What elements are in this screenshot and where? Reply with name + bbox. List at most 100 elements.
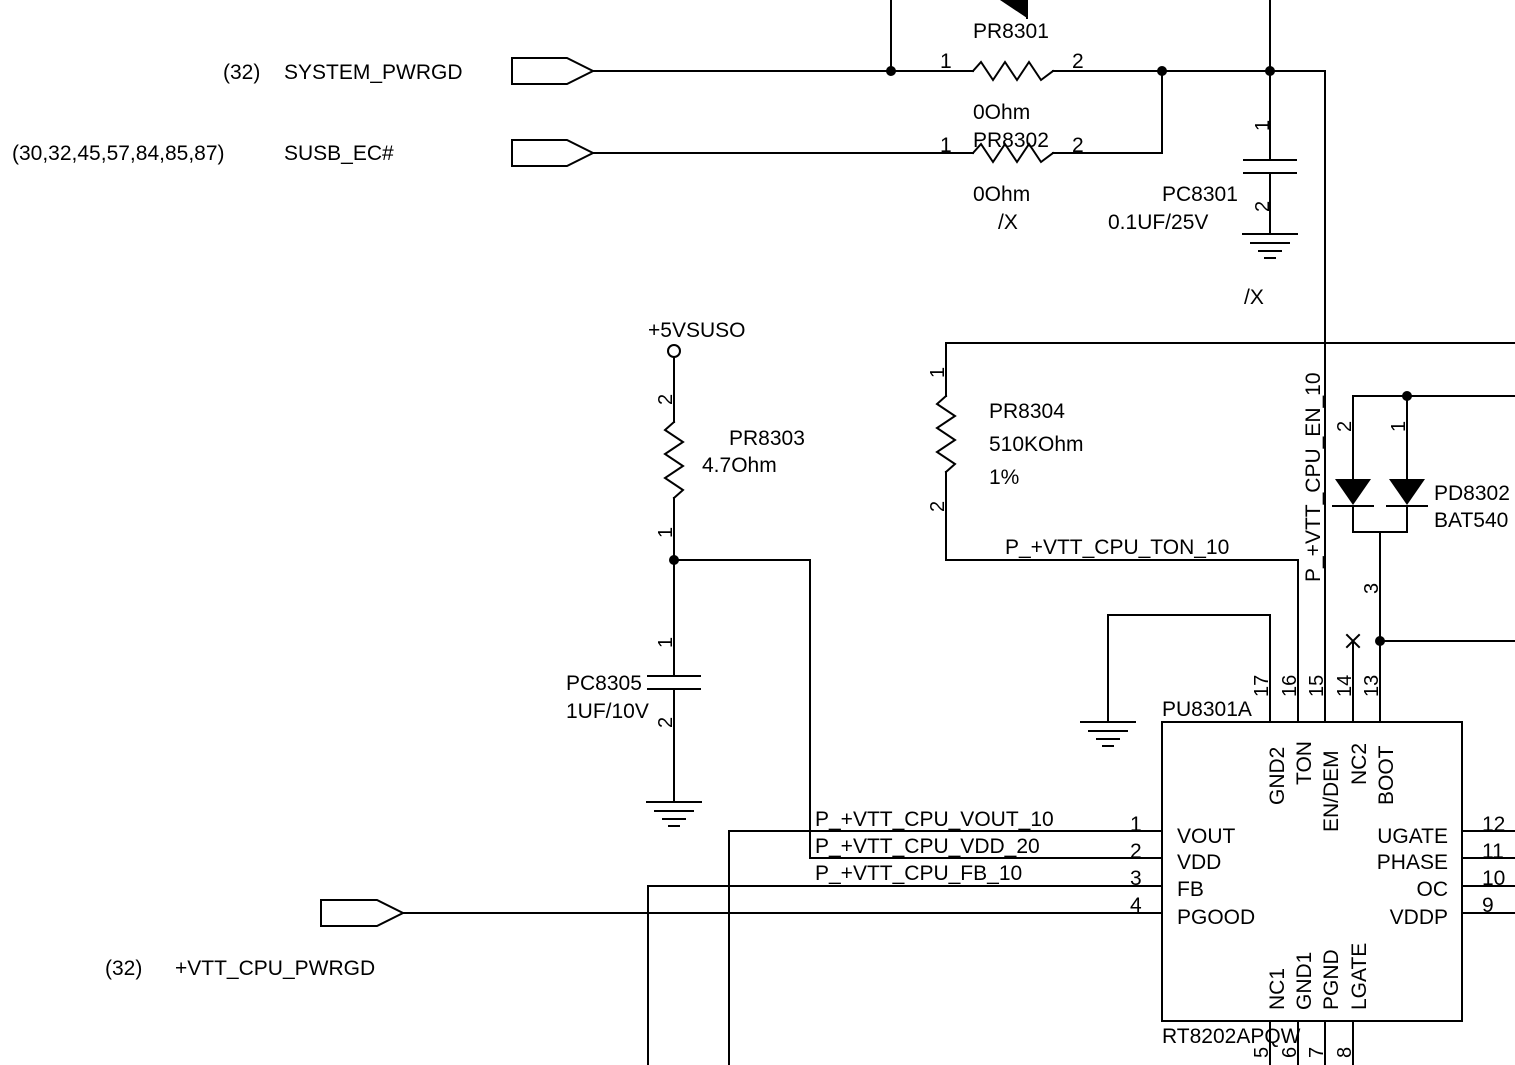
- ic-pin-nc2: NC2: [1348, 743, 1371, 785]
- pd8302-ref: PD8302: [1434, 482, 1510, 505]
- ic-pin-nc1: NC1: [1266, 968, 1289, 1010]
- pc8301-variant: /X: [1244, 286, 1264, 309]
- ic-bottom-pin-wires: [1269, 1020, 1354, 1065]
- susb-ec-label: SUSB_EC#: [284, 142, 394, 165]
- net-ton-label: P_+VTT_CPU_TON_10: [1005, 536, 1229, 559]
- wire-system-pwrgd: [592, 0, 974, 76]
- ic-pin-6-num: 6: [1279, 1047, 1301, 1058]
- ic-pin-fb: FB: [1177, 878, 1204, 901]
- pr8302-pin2: 2: [1072, 134, 1084, 157]
- nc2-no-connect: [1345, 633, 1361, 723]
- ic-pin-1-num: 1: [1130, 813, 1142, 836]
- ic-pin-ton: TON: [1293, 741, 1316, 785]
- susb-ec-port: [511, 139, 596, 167]
- pc8305-capacitor: [646, 675, 702, 827]
- pr8304-value: 510KOhm: [989, 433, 1084, 456]
- ic-pin-16-num: 16: [1279, 675, 1301, 697]
- system-pwrgd-label: SYSTEM_PWRGD: [284, 61, 463, 84]
- ic-pin-lgate: LGATE: [1348, 943, 1371, 1010]
- ic-right-pin-wires: [1461, 830, 1515, 914]
- net-vdd-label: P_+VTT_CPU_VDD_20: [815, 835, 1040, 858]
- pr8304-pin2: 2: [927, 501, 949, 512]
- net-fb-label: P_+VTT_CPU_FB_10: [815, 862, 1022, 885]
- ic-pin-boot: BOOT: [1375, 745, 1398, 805]
- ic-pin-10-num: 10: [1482, 867, 1505, 890]
- ic-pin-vdd: VDD: [1177, 851, 1221, 874]
- pd8302-diode-pair: [1332, 391, 1515, 723]
- wire-susb-ec: [592, 142, 1163, 164]
- pr8301-ref: PR8301: [973, 20, 1049, 43]
- pr8301-pin2: 2: [1072, 50, 1084, 73]
- pc8305-pin1: 1: [655, 637, 677, 648]
- vtt-cpu-pwrgd-refs: (32): [105, 957, 142, 980]
- ic-pin-vddp: VDDP: [1390, 906, 1448, 929]
- ic-pin-phase: PHASE: [1377, 851, 1448, 874]
- gnd2-ground: [1080, 614, 1271, 747]
- ic-pin-7-num: 7: [1306, 1047, 1328, 1058]
- ic-pin-15-num: 15: [1306, 675, 1328, 697]
- pr8303-pin1: 1: [655, 527, 677, 538]
- pr8304-pin1: 1: [927, 367, 949, 378]
- pr8301-resistor: [971, 60, 1055, 82]
- net-en-label: P_+VTT_CPU_EN_10: [1302, 372, 1325, 582]
- ic-pin-13-num: 13: [1361, 675, 1383, 697]
- system-pwrgd-port: [511, 57, 596, 85]
- pc8301-pin2: 2: [1252, 201, 1274, 212]
- ic-pin-17-num: 17: [1251, 675, 1273, 697]
- ic-pin-12-num: 12: [1482, 813, 1505, 836]
- power-5vsuso-terminal: [663, 344, 811, 859]
- pc8305-value: 1UF/10V: [566, 700, 649, 723]
- ic-part: RT8202APQW: [1162, 1025, 1301, 1048]
- pc8301-pin1: 1: [1252, 120, 1274, 131]
- ic-pin-4-num: 4: [1130, 894, 1142, 917]
- ic-pin-gnd2: GND2: [1266, 747, 1289, 805]
- ic-pin-11-num: 11: [1482, 840, 1504, 863]
- ic-pin-en-dem: EN/DEM: [1320, 750, 1343, 832]
- ic-pin-8-num: 8: [1334, 1047, 1356, 1058]
- pr8304-resistor: [935, 342, 1515, 723]
- pr8302-value: 0Ohm: [973, 183, 1030, 206]
- ic-pin-pgood: PGOOD: [1177, 906, 1255, 929]
- susb-ec-refs: (30,32,45,57,84,85,87): [12, 142, 225, 165]
- pr8302-variant: /X: [998, 211, 1018, 234]
- ic-pin-pgnd: PGND: [1320, 949, 1343, 1010]
- vtt-cpu-pwrgd-port: [320, 899, 406, 927]
- power-5vsuso-label: +5VSUSO: [648, 319, 745, 342]
- pc8301-ref: PC8301: [1162, 183, 1238, 206]
- ic-pin-vout: VOUT: [1177, 825, 1236, 848]
- ic-pin-5-num: 5: [1251, 1047, 1273, 1058]
- pr8303-value: 4.7Ohm: [702, 454, 777, 477]
- system-pwrgd-refs: (32): [223, 61, 260, 84]
- pd8302-pin1: 1: [1388, 421, 1410, 432]
- pd8302-value: BAT540: [1434, 509, 1508, 532]
- pc8301-value: 0.1UF/25V: [1108, 211, 1208, 234]
- vtt-cpu-pwrgd-label: +VTT_CPU_PWRGD: [175, 957, 375, 980]
- pd8302-pin2: 2: [1334, 421, 1356, 432]
- wire-en-top: [1052, 0, 1326, 723]
- ic-ref: PU8301A: [1162, 698, 1252, 721]
- pr8301-value: 0Ohm: [973, 101, 1030, 124]
- ic-pin-gnd1: GND1: [1293, 952, 1316, 1010]
- pr8302-ref: PR8302: [973, 129, 1049, 152]
- pc8305-ref: PC8305: [566, 672, 642, 695]
- ic-pu8301a-body: [1161, 721, 1463, 1022]
- ic-pin-2-num: 2: [1130, 840, 1142, 863]
- pr8301-pin1: 1: [940, 50, 952, 73]
- ic-pin-3-num: 3: [1130, 867, 1142, 890]
- pc8305-pin2: 2: [655, 717, 677, 728]
- pd8302-pin3: 3: [1361, 583, 1383, 594]
- pr8304-tolerance: 1%: [989, 466, 1019, 489]
- pr8303-pin2: 2: [655, 394, 677, 405]
- ic-pin-14-num: 14: [1334, 675, 1356, 697]
- pr8304-ref: PR8304: [989, 400, 1065, 423]
- ic-pin-9-num: 9: [1482, 894, 1494, 917]
- pc8301-capacitor: [1242, 159, 1298, 259]
- top-diode-fragment: [1000, 0, 1028, 19]
- wire-vout: [728, 830, 1163, 1065]
- net-vout-label: P_+VTT_CPU_VOUT_10: [815, 808, 1054, 831]
- wire-fb: [647, 885, 1163, 1065]
- ic-pin-oc: OC: [1417, 878, 1449, 901]
- pr8302-pin1: 1: [940, 134, 952, 157]
- pr8303-ref: PR8303: [729, 427, 805, 450]
